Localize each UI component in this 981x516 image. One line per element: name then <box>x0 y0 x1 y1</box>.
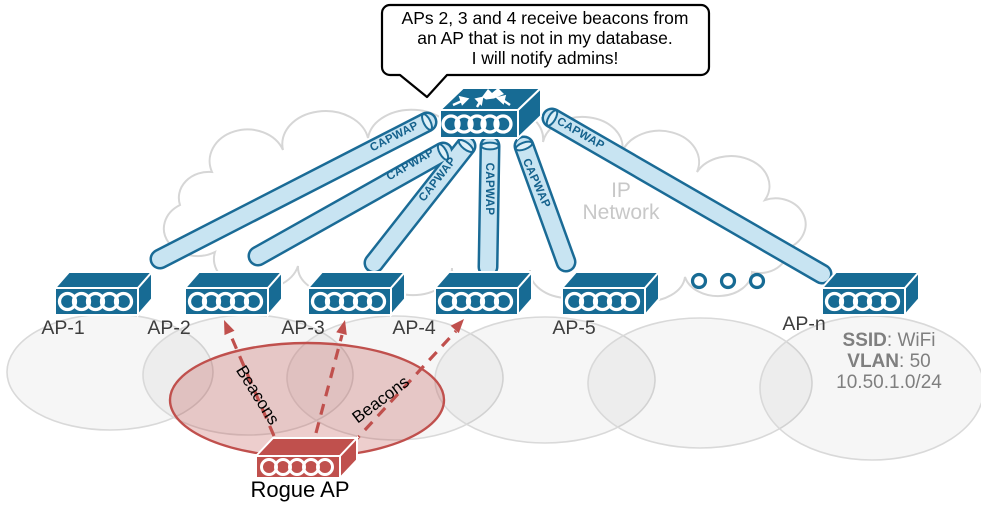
speech-bubble-line2: an AP that is not in my database. <box>417 28 673 48</box>
wlan-info-vlan: VLAN: 50 <box>847 351 930 372</box>
capwap-tunnel-apn <box>544 110 830 282</box>
beacon-arrowhead-ap2 <box>224 320 235 336</box>
ap4-device-icon <box>433 270 534 317</box>
ap1-label: AP-1 <box>41 317 84 339</box>
ap3-label: AP-3 <box>281 317 324 339</box>
capwap-label-ap4: CAPWAP <box>483 163 495 216</box>
coverage-cell-ap3 <box>286 315 504 441</box>
capwap-tunnel-ap3 <box>366 138 474 271</box>
capwap-tunnel-ap2 <box>250 144 451 264</box>
beacon-arrowhead-ap3 <box>336 320 347 335</box>
rogue-ap-label: Rogue AP <box>250 477 349 502</box>
ap3-device-icon <box>306 270 407 317</box>
capwap-tunnels: CAPWAP CAPWAP CAPWAP CAPWAP CAPWAP CAPWA… <box>149 107 833 285</box>
ap2-device-icon <box>183 270 284 317</box>
coverage-cell-ap5 <box>587 317 813 449</box>
apn-label: AP-n <box>782 313 825 335</box>
ap5-device-icon <box>560 270 661 317</box>
speech-bubble <box>380 3 711 99</box>
speech-bubble-line3: I will notify admins! <box>472 48 619 68</box>
capwap-tunnel-ap1 <box>152 114 435 267</box>
beacon-arrow-to-ap4 <box>350 329 458 446</box>
beacon-arrow-to-ap3 <box>314 334 344 434</box>
ap5-label: AP-5 <box>552 317 596 339</box>
rogue-ap-device-icon <box>254 436 359 480</box>
wlc-device-icon <box>438 86 543 140</box>
wlan-info-subnet: 10.50.1.0/24 <box>836 372 942 393</box>
ellipsis-dots-icon <box>690 272 766 290</box>
beacon-arrowheads <box>224 319 464 336</box>
ap1-device-icon <box>53 270 154 317</box>
cloud-label-line1: IP <box>611 179 631 202</box>
coverage-cells <box>6 313 981 461</box>
capwap-tunnel-ap4 <box>480 138 498 275</box>
ap2-label: AP-2 <box>147 317 190 339</box>
beacon-arrowhead-ap4 <box>450 319 464 334</box>
wlan-info: SSID: WiFi VLAN: 50 10.50.1.0/24 <box>836 330 942 393</box>
apn-device-icon <box>820 270 921 317</box>
cloud-label-line2: Network <box>582 201 660 224</box>
capwap-tunnel-ap5 <box>516 138 574 270</box>
ap4-label: AP-4 <box>392 317 436 339</box>
speech-bubble-line1: APs 2, 3 and 4 receive beacons from <box>402 8 689 28</box>
wlan-info-ssid: SSID: WiFi <box>843 330 936 351</box>
beacon-arrows <box>229 329 458 446</box>
